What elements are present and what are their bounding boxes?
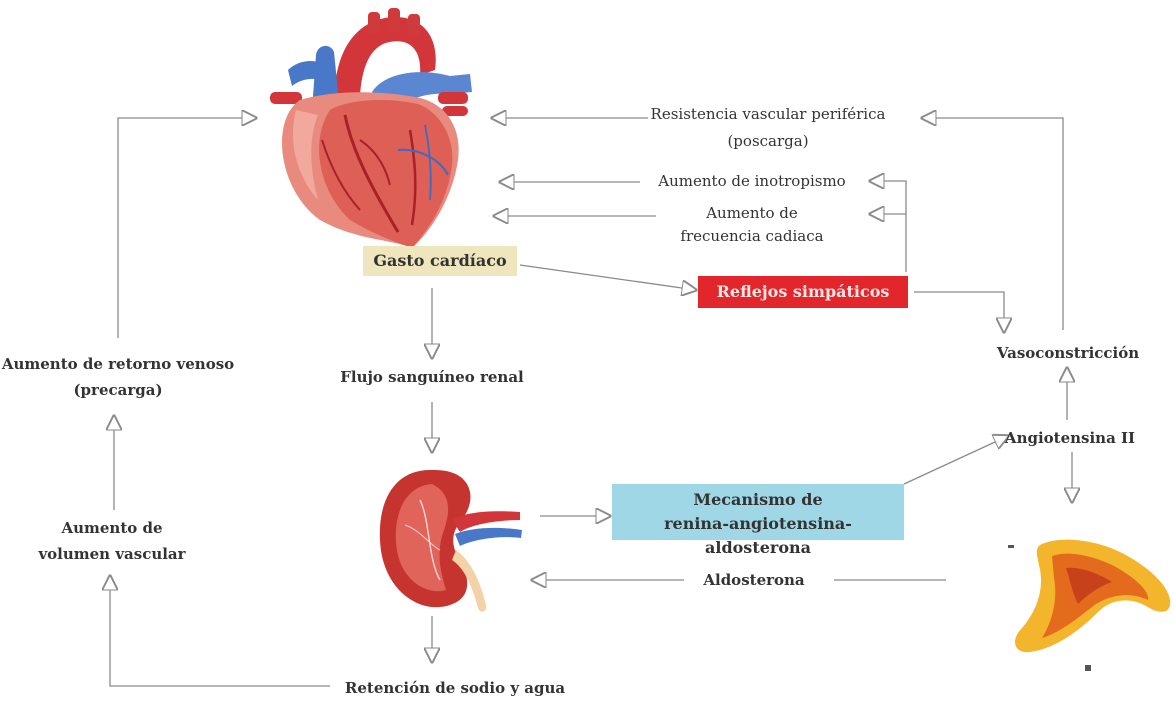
mecanismo-line2: renina-angiotensina-aldosterona — [612, 512, 904, 560]
arrow-vasoconstriccion-to-resistencia — [922, 118, 1063, 330]
label-retorno-line2: (precarga) — [73, 380, 162, 400]
kidney-illustration — [380, 470, 522, 612]
heart-illustration — [270, 8, 472, 248]
label-angiotensina: Angiotensina II — [1005, 428, 1135, 448]
label-poscarga: (poscarga) — [727, 131, 808, 151]
label-volumen-line1: Aumento de — [61, 518, 162, 538]
label-frecuencia-line1: Aumento de — [706, 203, 798, 223]
arrow-retorno-to-heart — [118, 118, 256, 338]
label-retencion: Retención de sodio y agua — [345, 678, 565, 698]
label-vasoconstriccion: Vasoconstricción — [997, 343, 1139, 363]
arrow-mecanismo-to-angiotensina — [904, 436, 1008, 484]
label-volumen-line2: volumen vascular — [38, 544, 185, 564]
arrow-reflejos-to-vasoconstriccion — [914, 292, 1004, 332]
label-frecuencia-line2: frecuencia cadiaca — [680, 226, 823, 246]
label-flujo: Flujo sanguíneo renal — [340, 367, 524, 387]
connector-arrows — [110, 118, 1072, 686]
mecanismo-raa-box: Mecanismo de renina-angiotensina-aldoste… — [612, 484, 904, 540]
label-retorno-line1: Aumento de retorno venoso — [2, 354, 234, 374]
arrow-reflejos-to-inotropismo — [870, 181, 906, 272]
arrow-gasto-to-reflejos — [520, 265, 696, 290]
label-resistencia: Resistencia vascular periférica — [651, 104, 886, 124]
reflejos-simpaticos-box: Reflejos simpáticos — [698, 276, 908, 308]
gasto-cardiaco-box: Gasto cardíaco — [363, 246, 517, 276]
label-inotropismo: Aumento de inotropismo — [658, 171, 845, 191]
label-aldosterona: Aldosterona — [703, 570, 804, 590]
adrenal-gland-illustration — [1008, 540, 1170, 671]
arrow-retencion-to-volumen — [110, 576, 330, 686]
mecanismo-line1: Mecanismo de — [612, 488, 904, 512]
